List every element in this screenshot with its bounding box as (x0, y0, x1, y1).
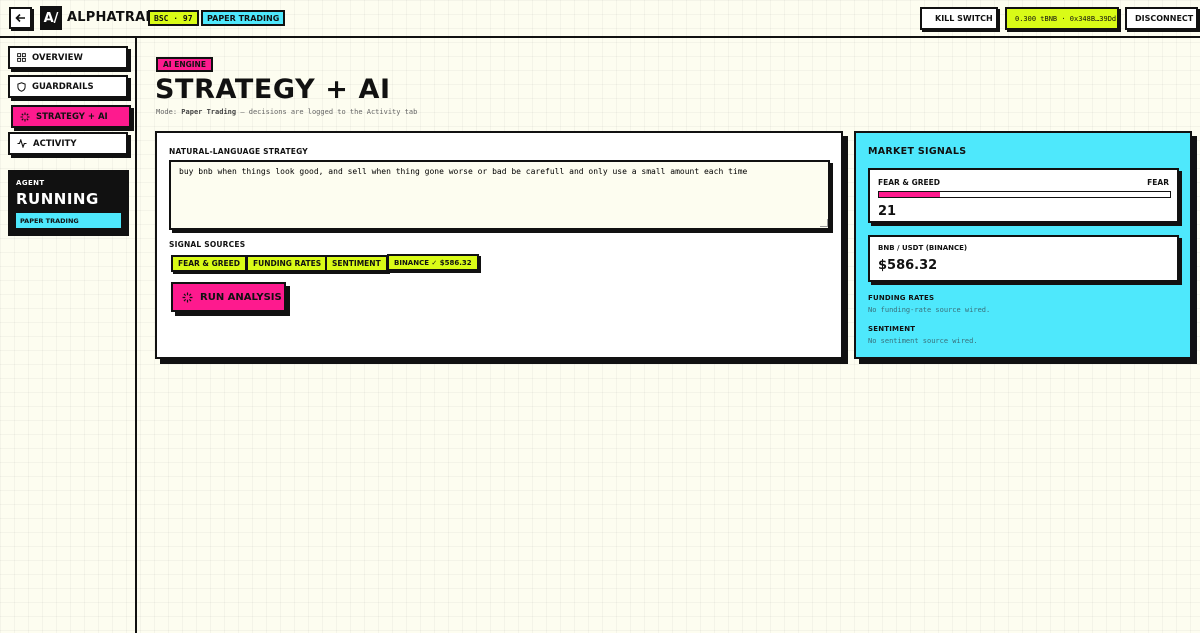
sidebar-item-overview[interactable]: OVERVIEW (8, 46, 128, 69)
sidebar-item-label: ACTIVITY (33, 138, 77, 149)
price-card: BNB / USDT (BINANCE) $586.32 (868, 235, 1179, 282)
agent-status: RUNNING (16, 190, 99, 208)
funding-rates-label: FUNDING RATES (868, 294, 935, 302)
page-title: STRATEGY + AI (155, 74, 391, 105)
fear-greed-header: FEAR & GREED FEAR (878, 178, 1169, 187)
arrow-left-icon (15, 13, 25, 23)
mode-suffix: — decisions are logged to the Activity t… (240, 108, 418, 116)
fear-greed-card: FEAR & GREED FEAR 21 (868, 168, 1179, 223)
fear-greed-meter-fill (879, 192, 941, 197)
strategy-input[interactable]: buy bnb when things look good, and sell … (169, 160, 830, 230)
strategy-label: NATURAL-LANGUAGE STRATEGY (169, 147, 308, 156)
activity-icon (17, 139, 27, 148)
mode-tag: PAPER TRADING (201, 10, 286, 26)
market-signals-title: MARKET SIGNALS (868, 146, 967, 157)
source-chip-binance[interactable]: BINANCE ✓ $586.32 (387, 254, 479, 271)
run-analysis-label: RUN ANALYSIS (200, 291, 282, 303)
sparkle-icon (20, 112, 30, 121)
source-chip-funding-rates[interactable]: FUNDING RATES (246, 255, 329, 272)
logo-mark: A/ (40, 6, 62, 30)
sidebar-item-label: GUARDRAILS (32, 81, 94, 92)
signal-sources-label: SIGNAL SOURCES (169, 240, 246, 249)
fear-greed-classification: FEAR (1147, 178, 1169, 187)
funding-rates-note: No funding-rate source wired. (868, 306, 991, 314)
sidebar-item-guardrails[interactable]: GUARDRAILS (8, 75, 128, 98)
mode-line: Mode: Paper Trading — decisions are logg… (156, 108, 417, 116)
shield-icon (17, 81, 26, 92)
agent-status-card: AGENT RUNNING PAPER TRADING (8, 170, 129, 236)
kill-switch-label: KILL SWITCH (935, 14, 993, 23)
mode-value: Paper Trading (181, 108, 237, 116)
grid-icon (17, 53, 26, 62)
source-chip-fear-greed[interactable]: FEAR & GREED (171, 255, 247, 272)
app-name: ALPHATRADE (67, 10, 166, 25)
sidebar-item-label: STRATEGY + AI (36, 111, 108, 122)
agent-mode-badge: PAPER TRADING (16, 213, 121, 228)
fear-greed-value: 21 (878, 204, 897, 219)
sidebar: OVERVIEW GUARDRAILS STRATEGY + AI ACTIVI… (0, 38, 137, 633)
disconnect-button[interactable]: DISCONNECT (1125, 7, 1198, 30)
price-value: $586.32 (878, 258, 938, 273)
sentiment-label: SENTIMENT (868, 325, 916, 333)
top-bar: A/ ALPHATRADE BSC · 97 PAPER TRADING KIL… (0, 0, 1200, 38)
price-label: BNB / USDT (BINANCE) (878, 244, 968, 252)
market-signals-panel: MARKET SIGNALS FEAR & GREED FEAR 21 BNB … (854, 131, 1192, 359)
disconnect-label: DISCONNECT (1135, 14, 1194, 23)
agent-label: AGENT (16, 179, 45, 187)
sparkle-icon (182, 292, 193, 302)
mode-prefix: Mode: (156, 108, 178, 116)
wallet-button[interactable]: 0.300 tBNB · 0x348B…39Dd (1005, 7, 1119, 30)
kill-switch-button[interactable]: KILL SWITCH (920, 7, 998, 30)
network-tag: BSC · 97 (148, 10, 199, 26)
wallet-label: 0.300 tBNB · 0x348B…39Dd (1015, 14, 1117, 23)
strategy-panel: NATURAL-LANGUAGE STRATEGY buy bnb when t… (155, 131, 843, 359)
sentiment-note: No sentiment source wired. (868, 337, 978, 345)
sidebar-item-label: OVERVIEW (32, 52, 83, 63)
fear-greed-label: FEAR & GREED (878, 178, 940, 187)
source-chip-sentiment[interactable]: SENTIMENT (325, 255, 388, 272)
sidebar-item-strategy-ai[interactable]: STRATEGY + AI (11, 105, 131, 128)
back-button[interactable] (9, 7, 32, 29)
sidebar-item-activity[interactable]: ACTIVITY (8, 132, 128, 155)
fear-greed-meter (878, 191, 1171, 198)
resize-handle[interactable] (820, 219, 828, 227)
ai-engine-badge: AI ENGINE (156, 57, 213, 72)
run-analysis-button[interactable]: RUN ANALYSIS (171, 282, 286, 312)
